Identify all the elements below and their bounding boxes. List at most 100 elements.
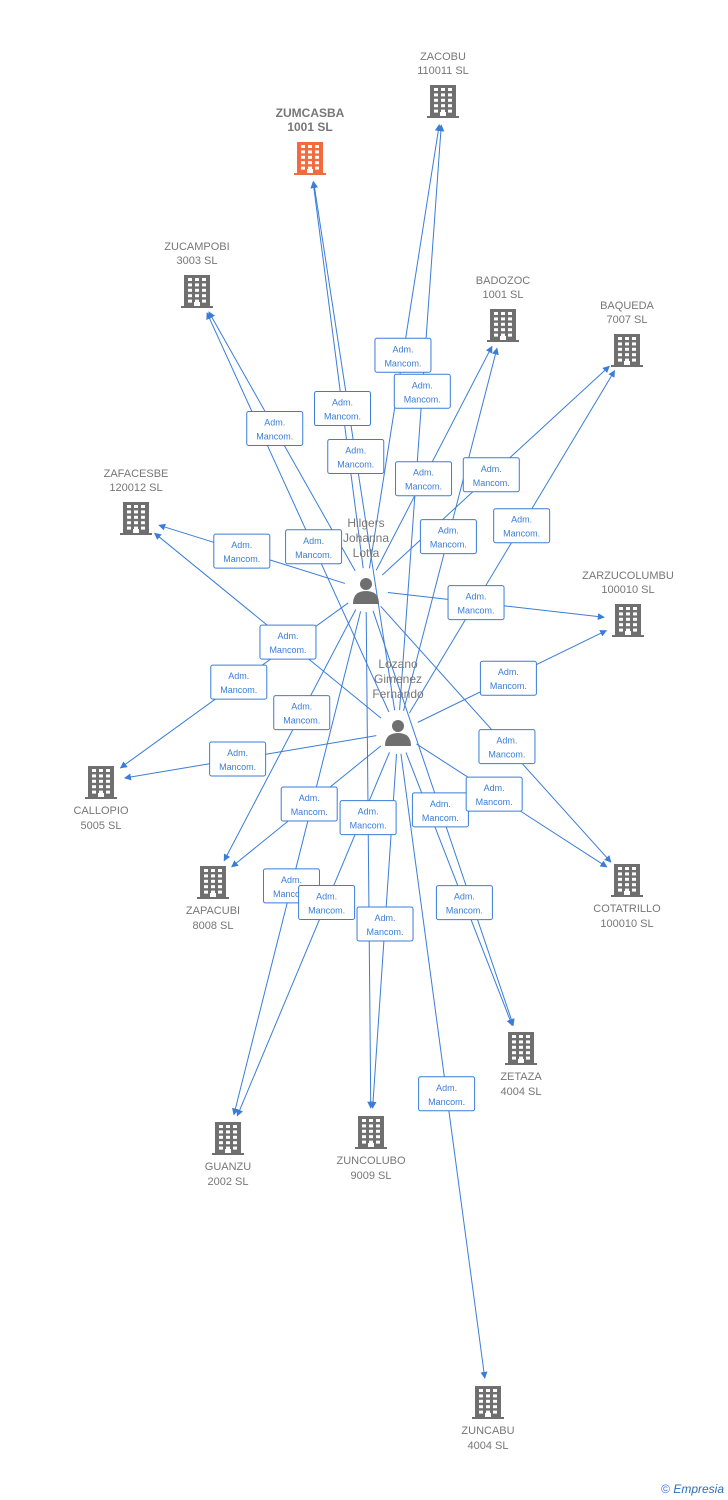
- edge-label-lozano-zetaza[interactable]: Adm.Mancom.: [435, 885, 493, 921]
- building-icon: [427, 85, 459, 118]
- edge-label-type: Mancom.: [488, 750, 525, 760]
- edge-label-hilgers-zarzucolumbu[interactable]: Adm. Mancom.: [447, 585, 505, 621]
- edge-label-box: [418, 1076, 476, 1112]
- edge-label-type: Mancom.: [404, 394, 441, 404]
- edge-lozano-zacobu: [399, 124, 445, 711]
- edge-label-role: Adm.: [358, 807, 379, 817]
- brand-logo[interactable]: Empresia: [673, 1482, 724, 1496]
- edge-label-role: Adm.: [228, 671, 249, 681]
- person-name-line: Lozano: [378, 657, 418, 671]
- edge-label-box: [273, 695, 331, 731]
- edge-label-hilgers-baqueda[interactable]: Adm.Mancom.: [462, 457, 520, 493]
- company-suffix: 4004 SL: [468, 1440, 509, 1452]
- edge-label-type: Mancom.: [422, 813, 459, 823]
- edge-label-hilgers-zacobu[interactable]: Adm.Mancom.: [374, 337, 432, 373]
- edge-label-box: [298, 885, 356, 921]
- edge-label-hilgers-badozoc[interactable]: Adm. Mancom.: [395, 461, 453, 497]
- edge-label-role: Adm.: [413, 468, 434, 478]
- edge-label-lozano-zucampobi[interactable]: Adm.Mancom.: [285, 529, 343, 565]
- edge-label-role: Adm.: [438, 526, 459, 536]
- edge-label-box: [246, 411, 304, 447]
- edge-label-lozano-badozoc[interactable]: Adm.Mancom.: [419, 519, 477, 555]
- company-suffix: 1001 SL: [287, 120, 332, 134]
- building-icon: [181, 275, 213, 308]
- edge-label-lozano-zacobu[interactable]: Adm. Mancom.: [393, 373, 451, 409]
- edge-label-lozano-zafacesbe[interactable]: Adm. Mancom.: [259, 624, 317, 660]
- edge-label-type: Mancom.: [458, 606, 495, 616]
- edge-label-lozano-callopio[interactable]: Adm.Mancom.: [209, 741, 267, 777]
- edge-label-box: [462, 457, 520, 493]
- edge-label-lozano-zumcasba[interactable]: Adm.Mancom.: [327, 438, 385, 474]
- edge-label-hilgers-zuncolubo[interactable]: Adm. Mancom.: [339, 800, 397, 836]
- edge-label-role: Adm.: [264, 418, 285, 428]
- building-icon: [294, 142, 326, 175]
- edge-label-hilgers-zucampobi[interactable]: Adm. Mancom.: [246, 411, 304, 447]
- edge-label-box: [356, 906, 414, 942]
- edge-label-box: [313, 391, 371, 427]
- building-icon: [197, 866, 229, 899]
- edge-label-hilgers-callopio[interactable]: Adm.Mancom.: [210, 664, 268, 700]
- building-icon: [612, 604, 644, 637]
- company-suffix: 100010 SL: [600, 918, 653, 930]
- edge-label-type: Mancom.: [223, 554, 260, 564]
- company-name: BADOZOC: [476, 275, 530, 287]
- edge-label-hilgers-zafacesbe[interactable]: Adm.Mancom.: [213, 533, 271, 569]
- edge-label-hilgers-zumcasba[interactable]: Adm.Mancom.: [313, 391, 371, 427]
- edge-label-hilgers-zapacubi[interactable]: Adm.Mancom.: [273, 695, 331, 731]
- edge-label-type: Mancom.: [405, 482, 442, 492]
- edge-label-hilgers-cotatrillo[interactable]: Adm.Mancom.: [478, 729, 536, 765]
- building-icon: [611, 334, 643, 367]
- edge-label-box: [395, 461, 453, 497]
- company-suffix: 5005 SL: [81, 820, 122, 832]
- edge-label-box: [259, 624, 317, 660]
- edge-label-role: Adm.: [436, 1083, 457, 1093]
- person-name-line: Hilgers: [347, 516, 384, 530]
- edge-label-lozano-baqueda[interactable]: Adm.Mancom.: [493, 508, 551, 544]
- edge-lozano-zuncabu: [400, 753, 488, 1379]
- edge-label-role: Adm.: [277, 631, 298, 641]
- building-icon: [472, 1386, 504, 1419]
- edge-label-role: Adm.: [392, 344, 413, 354]
- copyright-symbol: ©: [661, 1482, 670, 1496]
- edge-hilgers-zumcasba: [310, 181, 364, 569]
- edge-label-role: Adm.: [481, 464, 502, 474]
- edge-label-type: Mancom.: [256, 432, 293, 442]
- edge-label-hilgers-zetaza[interactable]: Adm.Mancom.: [411, 792, 469, 828]
- edge-label-box: [280, 786, 338, 822]
- company-suffix: 8008 SL: [193, 920, 234, 932]
- edge-label-lozano-zuncolubo[interactable]: Adm.Mancom.: [356, 906, 414, 942]
- edge-label-lozano-cotatrillo[interactable]: Adm.Mancom.: [465, 776, 523, 812]
- edge-label-role: Adm.: [303, 536, 324, 546]
- edge-label-type: Mancom.: [269, 645, 306, 655]
- edge-label-lozano-zuncabu[interactable]: Adm.Mancom.: [418, 1076, 476, 1112]
- edge-hilgers-zuncolubo: [365, 611, 375, 1109]
- edge-label-box: [393, 373, 451, 409]
- company-name: ZAFACESBE: [104, 468, 169, 480]
- edge-label-lozano-zapacubi[interactable]: Adm.Mancom.: [280, 786, 338, 822]
- building-icon: [505, 1032, 537, 1065]
- edge-label-role: Adm.: [466, 592, 487, 602]
- edge-label-type: Mancom.: [350, 821, 387, 831]
- edge-label-role: Adm.: [299, 793, 320, 803]
- edge-label-lozano-guanzu[interactable]: Adm.Mancom.: [298, 885, 356, 921]
- edge-label-lozano-zarzucolumbu[interactable]: Adm.Mancom.: [479, 660, 537, 696]
- edge-label-role: Adm.: [412, 380, 433, 390]
- edge-label-box: [210, 664, 268, 700]
